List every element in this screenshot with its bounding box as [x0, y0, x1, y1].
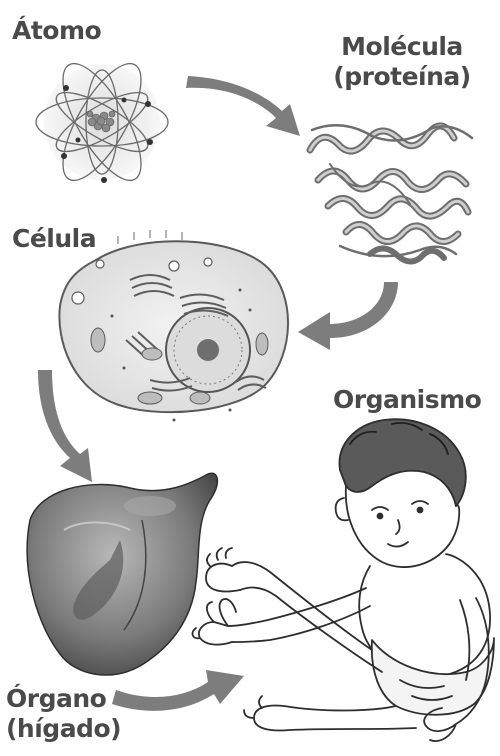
label-cell-text: Célula: [12, 224, 96, 254]
label-cell: Célula: [12, 224, 96, 254]
arrow-cell-to-organ: [38, 370, 92, 482]
cell-illustration: [59, 230, 288, 422]
label-atom: Átomo: [12, 16, 101, 46]
label-organ-line2: (hígado): [6, 714, 121, 744]
label-organism-text: Organismo: [333, 385, 481, 415]
atom-illustration: [36, 53, 168, 191]
label-organ-line1: Órgano: [6, 684, 121, 714]
label-atom-text: Átomo: [12, 16, 101, 46]
arrow-molecule-to-cell: [298, 282, 398, 350]
liver-illustration: [27, 473, 217, 675]
label-molecule-line1: Molécula: [312, 32, 492, 62]
label-molecule: Molécula (proteína): [312, 32, 492, 92]
label-organism: Organismo: [333, 385, 481, 415]
label-molecule-line2: (proteína): [312, 62, 492, 92]
nucleolus: [197, 339, 219, 361]
label-organ: Órgano (hígado): [6, 684, 121, 744]
arrow-atom-to-molecule: [186, 76, 300, 136]
protein-ribbon-illustration: [310, 125, 472, 261]
arrow-organ-to-organism: [112, 670, 244, 711]
baby-illustration: [193, 419, 494, 741]
